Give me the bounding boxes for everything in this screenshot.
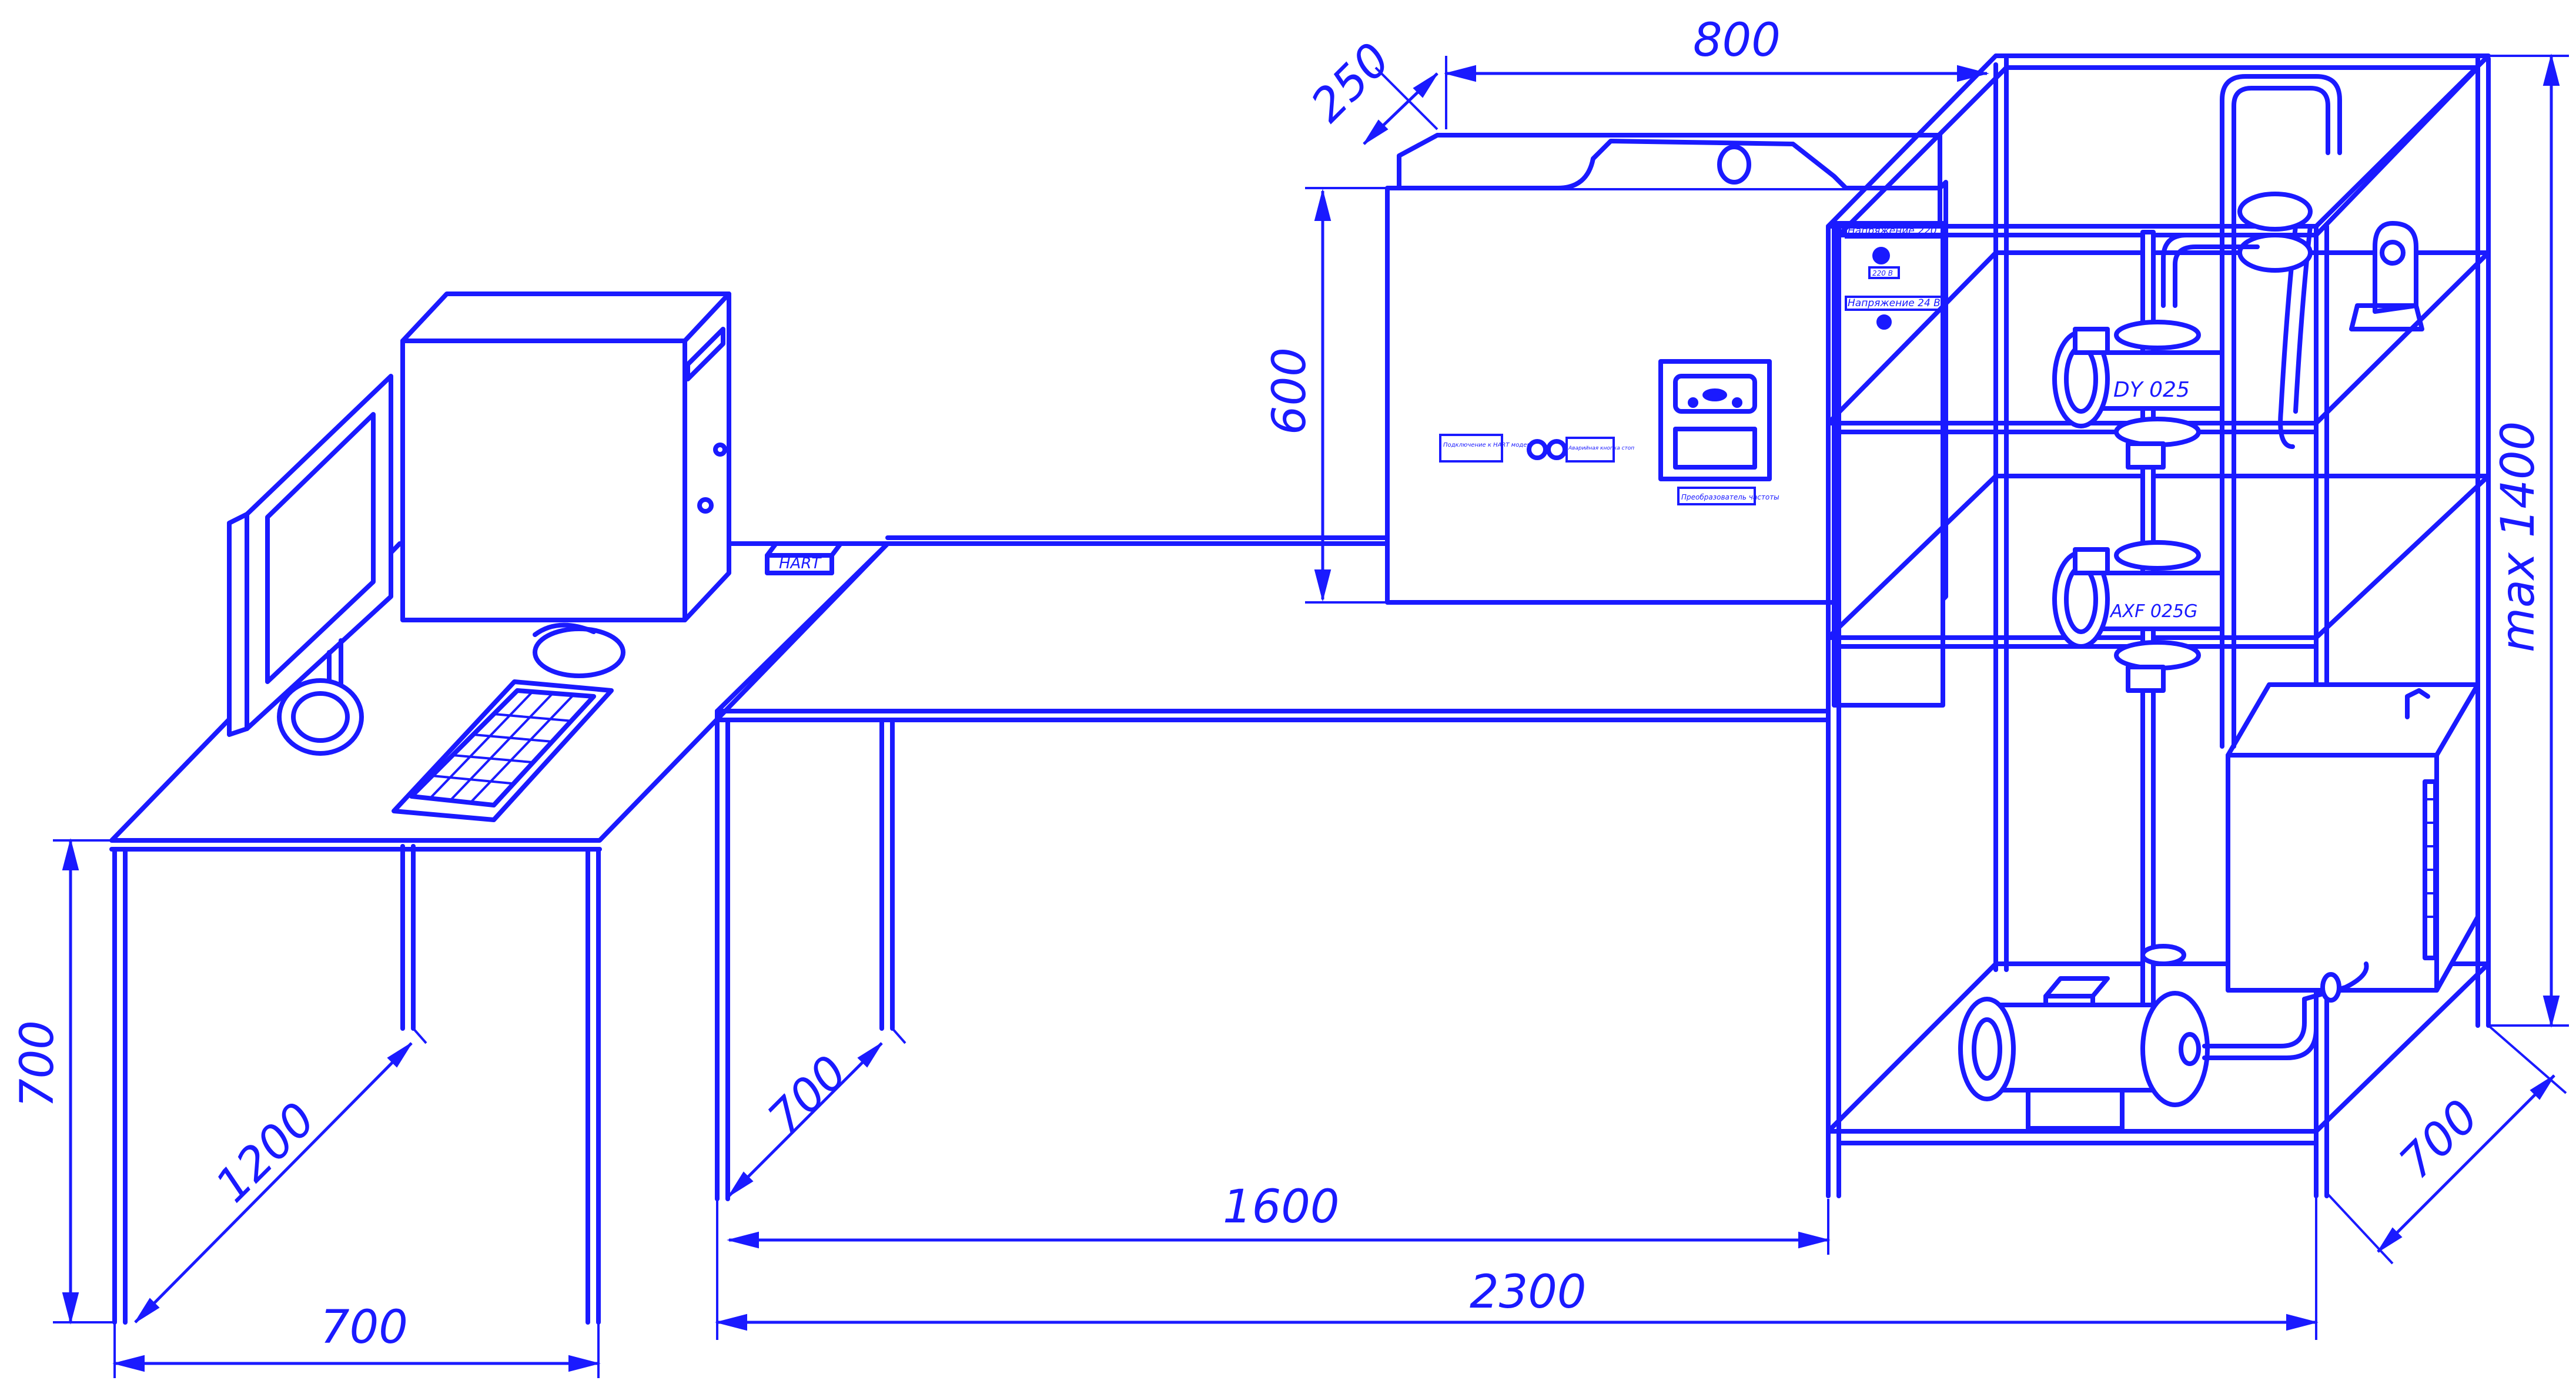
dim-600: 600	[1263, 347, 1316, 435]
hart-modem: HART	[765, 541, 843, 575]
flowmeter-axf025g: AXF 025G	[2052, 540, 2224, 693]
dim-2300: 2300	[1470, 1266, 1587, 1319]
dim-250: 250	[1301, 33, 1400, 132]
flowmeter-dy025: DY 025	[2052, 320, 2224, 470]
flowmeter-bottom-label: AXF 025G	[2109, 601, 2197, 622]
computer-tower	[400, 291, 731, 622]
monitor-screen	[265, 412, 376, 684]
tower-front	[400, 339, 687, 622]
dim-700-height: 700	[11, 1020, 64, 1108]
dim-1600: 1600	[1223, 1181, 1340, 1234]
dim-1200: 1200	[206, 1093, 326, 1212]
keyboard	[392, 679, 614, 822]
hart-connect-label: Подключение к HART модему	[1443, 442, 1535, 448]
dim-700-depth: 700	[758, 1046, 858, 1145]
tag-220-label: 220 В	[1872, 269, 1893, 277]
pressure-sensor	[2349, 221, 2424, 331]
hart-label: HART	[779, 555, 822, 572]
voltage-24-label: Напряжение 24 В	[1848, 297, 1941, 309]
dim-700-width: 700	[320, 1301, 408, 1354]
dim-max1400: max 1400	[2492, 421, 2545, 652]
mouse	[533, 622, 625, 678]
main-desk	[715, 535, 1831, 1201]
flowmeter-top-label: DY 025	[2113, 378, 2190, 402]
indicator-lamp-icon	[1872, 247, 1890, 264]
dim-800: 800	[1693, 14, 1781, 67]
emergency-label: Аварийная кнопка стоп	[1568, 445, 1634, 451]
equipment-rack: Напряжение 220 В 220 В Напряжение 24 В	[1826, 53, 2491, 1198]
controller-caption: Преобразователь частоты	[1681, 493, 1779, 501]
monitor-side	[227, 512, 249, 737]
pump	[1958, 944, 2369, 1131]
frequency-controller	[1658, 359, 1772, 481]
key-switch-icon	[1527, 439, 1548, 460]
dim-700-rack: 700	[2390, 1090, 2489, 1189]
monitor	[227, 374, 393, 756]
tower-drive-slot	[685, 327, 725, 381]
dimensions: 800 250 600 max 1400 700 700	[11, 14, 2569, 1378]
water-tank	[2226, 753, 2439, 993]
